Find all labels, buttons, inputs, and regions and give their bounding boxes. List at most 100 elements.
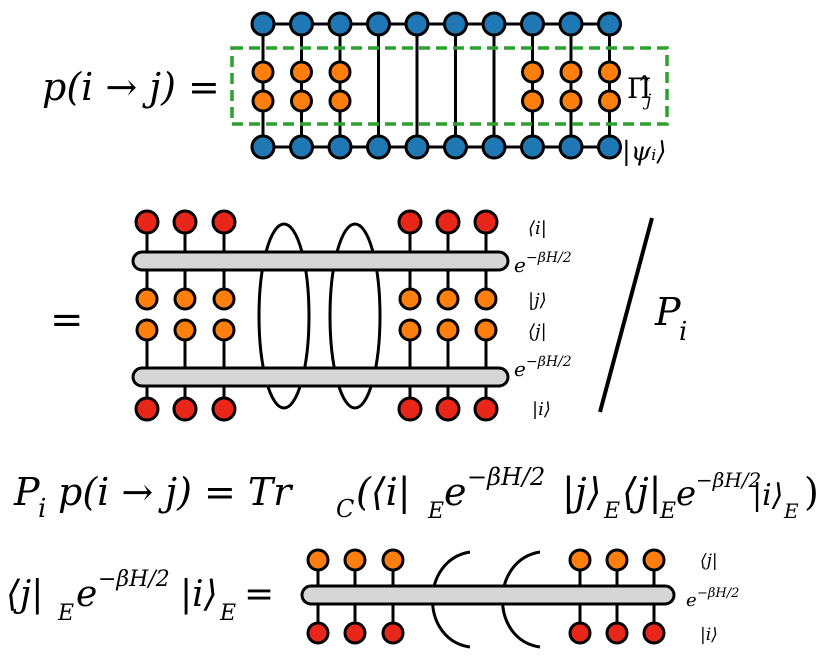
eq4-bra-j: ⟨j| (6, 574, 43, 615)
row3-equation: P i p(i → j) = Tr C (⟨i| E e −βH/2 |j⟩ E… (13, 463, 819, 524)
lower-orange-site-5 (474, 318, 498, 342)
bottom-site-2 (327, 134, 353, 160)
eq3-exp1: e (444, 470, 467, 514)
bottom-red-site-5 (473, 396, 499, 422)
eq4-E1: E (57, 601, 74, 626)
row2-group: = ⟨i| e −βH/2 |j⟩ ⟨j| e −βH/2 |i⟩ P i (50, 209, 687, 422)
projector-upper-0 (251, 60, 275, 84)
eq3-E4: E (783, 499, 799, 523)
bottom-site-4 (404, 134, 430, 160)
eq3-trace-sub: C (336, 495, 354, 523)
row4-group: ⟨j| E e −βH/2 |i⟩ E = ⟨j| e −βH/2 |i⟩ (6, 548, 739, 649)
row1-lhs: p(i → j) = (42, 65, 220, 109)
eq3-E2: E (603, 499, 620, 524)
eq3-bra-j: ⟨j| (622, 470, 661, 514)
eq4-E2: E (219, 601, 236, 626)
eq3-close-paren: ) (804, 470, 819, 514)
row1-group: p(i → j) = Π̂ j |ψᵢ⟩ (42, 11, 669, 167)
top-site-2 (327, 11, 353, 37)
eq4-exp: e (76, 574, 97, 615)
row4-tensor-network (300, 548, 676, 649)
top-site-5 (443, 11, 468, 37)
row4-orange-site-5 (642, 548, 666, 572)
projector-lower-2 (328, 89, 352, 113)
top-red-site-3 (397, 209, 423, 235)
eq4-exp-sup: −βH/2 (98, 567, 170, 592)
top-site-6 (481, 11, 507, 37)
projector-dashed-box (230, 46, 669, 126)
row2-equals: = (50, 297, 84, 343)
bottom-red-site-0 (134, 396, 160, 422)
divisor-subscript: i (679, 317, 687, 347)
exp-bot-base: e (514, 357, 526, 381)
projector-lower-7 (521, 89, 544, 113)
row1-tensor-network (250, 11, 622, 160)
projector-upper-9 (598, 60, 621, 84)
top-red-site-4 (435, 209, 461, 235)
row4-red-site-4 (605, 621, 629, 645)
eq3-prob-trace: p(i → j) = Tr (58, 470, 294, 514)
row4-red-site-3 (568, 621, 592, 645)
lower-orange-site-2 (212, 318, 236, 342)
bottom-site-3 (366, 134, 391, 160)
lower-orange-site-3 (398, 318, 422, 342)
projector-upper-7 (521, 60, 544, 84)
top-site-4 (404, 11, 430, 37)
projector-upper-1 (290, 60, 313, 84)
bottom-site-1 (289, 134, 314, 160)
row4-exp-sup: −βH/2 (697, 586, 739, 601)
row4-ket-i-label: |i⟩ (700, 625, 718, 645)
eq3-exp2-sup: −βH/2 (696, 468, 761, 492)
row4-red-site-5 (642, 621, 666, 645)
row4-orange-site-2 (381, 548, 405, 572)
projector-lower-9 (598, 89, 621, 113)
upper-orange-site-0 (135, 287, 159, 311)
row4-red-site-1 (343, 621, 367, 645)
bottom-site-8 (558, 134, 584, 160)
bottom-site-9 (597, 134, 622, 160)
eq3-E1: E (427, 499, 444, 524)
eq3-P: P (13, 470, 41, 514)
row4-exp-base: e (686, 590, 697, 611)
bottom-site-0 (250, 134, 276, 160)
top-red-site-0 (134, 209, 160, 235)
trace-loop-1 (257, 222, 311, 410)
top-red-site-2 (211, 209, 237, 235)
eq3-exp1-sup: −βH/2 (467, 463, 545, 491)
eq4-ket-i: |i⟩ (180, 574, 218, 615)
top-site-1 (289, 11, 314, 37)
division-slash (598, 217, 654, 413)
bottom-site-5 (443, 134, 468, 160)
lower-orange-site-4 (436, 318, 460, 342)
row2-tensor-network (131, 209, 510, 422)
upper-orange-site-5 (474, 287, 498, 311)
psi-ket-label: |ψᵢ⟩ (622, 137, 667, 167)
upper-orange-site-2 (212, 287, 236, 311)
upper-orange-site-1 (173, 287, 197, 311)
lower-orange-site-1 (173, 318, 197, 342)
bottom-red-site-2 (211, 396, 237, 422)
row4-bra-j-label: ⟨j| (700, 551, 718, 571)
upper-orange-site-3 (398, 287, 422, 311)
top-red-site-5 (473, 209, 499, 235)
row4-orange-site-3 (568, 548, 592, 572)
bottom-red-site-3 (397, 396, 423, 422)
eq3-P-sub: i (38, 494, 46, 524)
projector-upper-2 (328, 60, 352, 84)
exp-top-sup: −βH/2 (526, 250, 572, 266)
ket-j-label: |j⟩ (528, 290, 547, 311)
projector-subscript: j (642, 91, 652, 111)
top-site-0 (250, 11, 276, 37)
upper-gray-bar (131, 250, 510, 272)
bottom-red-site-1 (172, 396, 198, 422)
divisor-P: P (654, 290, 682, 334)
eq3-ket-j: |j⟩ (562, 470, 601, 514)
eq4-equals: = (244, 574, 274, 615)
top-site-7 (520, 11, 545, 37)
row4-orange-site-1 (343, 548, 367, 572)
row4-orange-site-0 (306, 548, 330, 572)
top-site-3 (366, 11, 391, 37)
projector-lower-8 (559, 89, 583, 113)
eq3-bra-i: (⟨i| (356, 470, 411, 514)
